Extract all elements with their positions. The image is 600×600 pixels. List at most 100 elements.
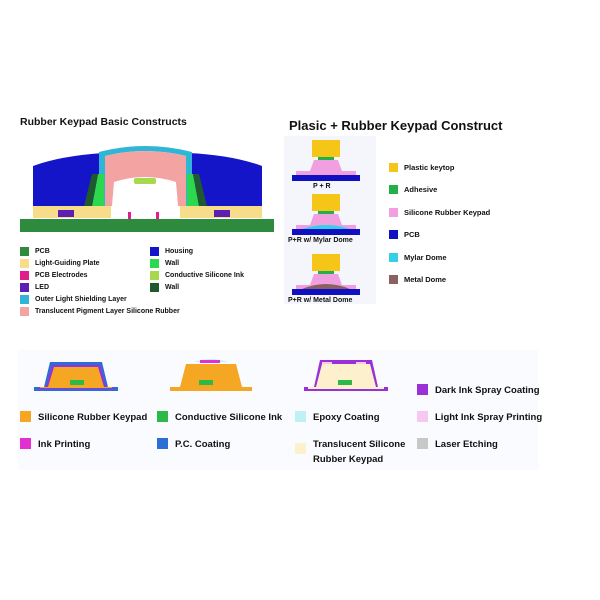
silicone-rubber-key	[105, 151, 186, 206]
wall-green-right	[187, 174, 199, 206]
legend-item-wall-dark: Wall	[150, 283, 179, 292]
legend-item-adhesive: Adhesive	[389, 185, 437, 194]
legend-swatch	[389, 253, 398, 262]
legend-swatch	[389, 208, 398, 217]
legend-item-housing: Housing	[150, 247, 193, 256]
legend-label: Dark Ink Spray Coating	[435, 385, 540, 396]
legend-label: Epoxy Coating	[313, 412, 380, 423]
wall-dark-left	[84, 174, 98, 206]
legend-label: Translucent Pigment Layer Silicone Rubbe…	[35, 308, 180, 315]
legend-item-translucent-pigment: Translucent Pigment Layer Silicone Rubbe…	[20, 307, 180, 316]
legend-swatch	[20, 283, 29, 292]
legend-swatch	[389, 230, 398, 239]
caption-pr-mylar: P+R w/ Mylar Dome	[288, 237, 353, 244]
legend-item-pcb-pr: PCB	[389, 230, 420, 239]
legend-label: Mylar Dome	[404, 253, 447, 262]
legend-swatch	[20, 438, 31, 449]
pr-keypad-3	[292, 254, 360, 295]
legend-label: Wall	[165, 260, 180, 267]
wall-green-left	[92, 174, 104, 206]
conductive-ink-pill	[134, 178, 156, 184]
legend-item-dark-ink-spray: Dark Ink Spray Coating	[417, 383, 540, 398]
legend-swatch	[417, 438, 428, 449]
legend-item-light-guiding-plate: Light-Guiding Plate	[20, 259, 100, 268]
coating-key-2	[170, 359, 252, 391]
legend-swatch	[20, 295, 29, 304]
legend-swatch	[20, 271, 29, 280]
legend-swatch	[20, 307, 29, 316]
pcb-electrode-left	[128, 212, 131, 219]
legend-swatch	[20, 247, 29, 256]
legend-label: Silicone Rubber Keypad	[404, 208, 491, 217]
legend-label: Wall	[165, 284, 180, 291]
legend-label: Adhesive	[404, 185, 438, 194]
housing-right	[188, 153, 262, 206]
legend-swatch	[417, 411, 428, 422]
coating-key-1	[34, 362, 118, 391]
legend-item-translucent-silicone: Translucent Silicone Rubber Keypad	[295, 437, 405, 467]
legend-label: Plastic keytop	[404, 163, 455, 172]
led-right	[214, 210, 230, 217]
legend-label: PCB	[35, 248, 50, 255]
legend-label: PCB Electrodes	[35, 272, 88, 279]
legend-swatch	[389, 275, 398, 284]
legend-swatch	[20, 411, 31, 422]
legend-item-conductive-silicone-ink: Conductive Silicone Ink	[157, 410, 282, 425]
legend-swatch	[157, 438, 168, 449]
wall-dark-right	[193, 174, 207, 206]
basic-construct-title: Rubber Keypad Basic Constructs	[20, 116, 187, 128]
legend-item-silicone-rubber: Silicone Rubber Keypad	[389, 208, 490, 217]
legend-swatch	[150, 259, 159, 268]
legend-item-silicone-rubber-keypad: Silicone Rubber Keypad	[20, 410, 147, 425]
legend-item-pc-coating: P.C. Coating	[157, 437, 230, 452]
legend-item-mylar-dome: Mylar Dome	[389, 253, 447, 262]
legend-item-conductive-ink: Conductive Silicone Ink	[150, 271, 244, 280]
caption-pr: P + R	[313, 183, 331, 190]
legend-item-plastic-keytop: Plastic keytop	[389, 163, 454, 172]
outer-shielding-layer	[99, 146, 192, 206]
legend-label: Ink Printing	[38, 439, 91, 450]
legend-swatch	[295, 411, 306, 422]
led-left	[58, 210, 74, 217]
legend-label: Laser Etching	[435, 439, 498, 450]
basic-construct-diagram	[20, 146, 274, 232]
caption-pr-metal: P+R w/ Metal Dome	[288, 297, 353, 304]
legend-label-line1: Translucent Silicone	[313, 439, 406, 450]
key-cavity	[114, 179, 176, 206]
legend-label-line2: Rubber Keypad	[313, 454, 384, 465]
legend-label: LED	[35, 284, 49, 291]
legend-label: Silicone Rubber Keypad	[38, 412, 148, 423]
legend-label: Conductive Silicone Ink	[165, 272, 244, 279]
pr-keypad-2	[292, 194, 360, 235]
legend-item-epoxy-coating: Epoxy Coating	[295, 410, 380, 425]
legend-label: PCB	[404, 230, 420, 239]
legend-item-pcb: PCB	[20, 247, 50, 256]
legend-label: Light-Guiding Plate	[35, 260, 100, 267]
legend-item-led: LED	[20, 283, 49, 292]
coatings-panel	[18, 350, 538, 470]
legend-swatch	[389, 185, 398, 194]
coating-key-3	[304, 360, 388, 391]
legend-swatch	[389, 163, 398, 172]
legend-swatch	[20, 259, 29, 268]
legend-swatch	[150, 271, 159, 280]
legend-item-light-ink-spray: Light Ink Spray Printing	[417, 410, 542, 425]
legend-item-metal-dome: Metal Dome	[389, 275, 446, 284]
legend-label: Housing	[165, 248, 193, 255]
legend-swatch	[295, 443, 306, 454]
legend-label: Light Ink Spray Printing	[435, 412, 543, 423]
legend-item-outer-shielding: Outer Light Shielding Layer	[20, 295, 127, 304]
plastic-construct-title: Plasic + Rubber Keypad Construct	[289, 118, 503, 133]
legend-label: Translucent Silicone Rubber Keypad	[313, 437, 405, 467]
housing-left	[33, 153, 103, 206]
pcb-board	[20, 219, 274, 232]
legend-label: P.C. Coating	[175, 439, 231, 450]
pcb-electrode-right	[156, 212, 159, 219]
legend-item-laser-etching: Laser Etching	[417, 437, 498, 452]
legend-swatch	[417, 384, 428, 395]
legend-item-wall: Wall	[150, 259, 179, 268]
legend-swatch	[150, 283, 159, 292]
legend-swatch	[150, 247, 159, 256]
legend-swatch	[157, 411, 168, 422]
